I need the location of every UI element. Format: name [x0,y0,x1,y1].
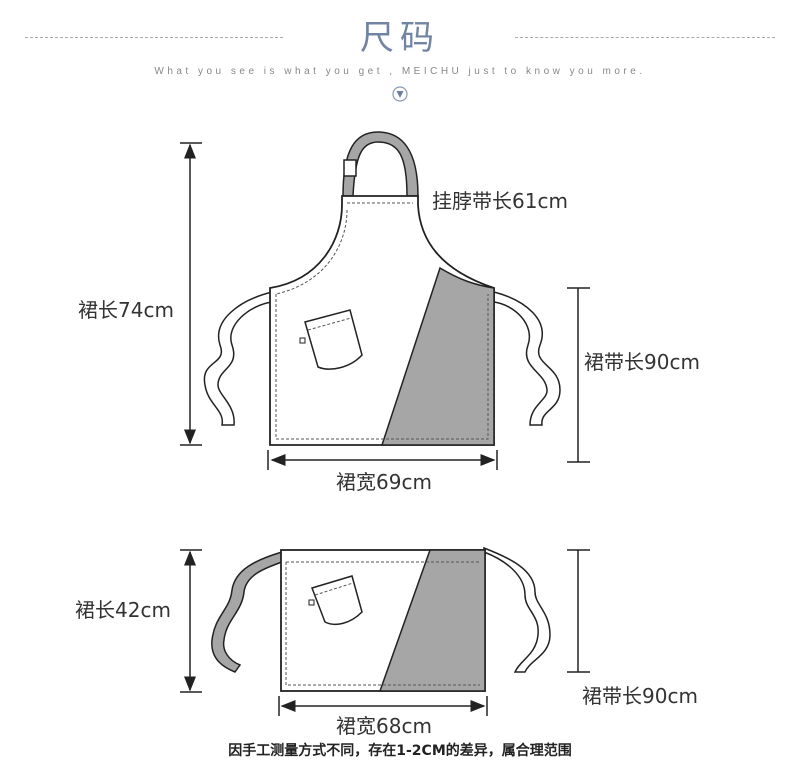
left-tie [211,550,283,673]
gray-panel [378,549,486,692]
header-divider-left [25,37,283,38]
pocket [304,309,363,370]
waist-length-label: 裙长42cm [75,598,171,622]
strap-buckle [343,159,357,177]
full-tie-label: 裙带长90cm [584,350,700,374]
waist-apron [180,546,590,716]
full-length-label: 裙长74cm [78,298,174,322]
pocket [311,575,363,625]
neck-strap-label: 挂脖带长61cm [432,189,568,213]
header-divider-right [515,37,775,38]
page-subtitle: What you see is what you get , MEICHU ju… [154,66,646,77]
waist-width-label: 裙宽68cm [336,714,432,738]
left-tie [203,291,273,426]
chevron-down-icon [392,86,408,102]
full-width-label: 裙宽69cm [336,470,432,494]
waist-tie-label: 裙带长90cm [582,684,698,708]
right-tie [483,546,551,673]
stitching [275,202,489,440]
right-tie [493,291,561,426]
page-title: 尺码 [360,18,440,58]
full-apron [180,131,590,470]
gray-panel [380,266,495,446]
measurement-note: 因手工测量方式不同，存在1-2CM的差异，属合理范围 [228,743,572,759]
